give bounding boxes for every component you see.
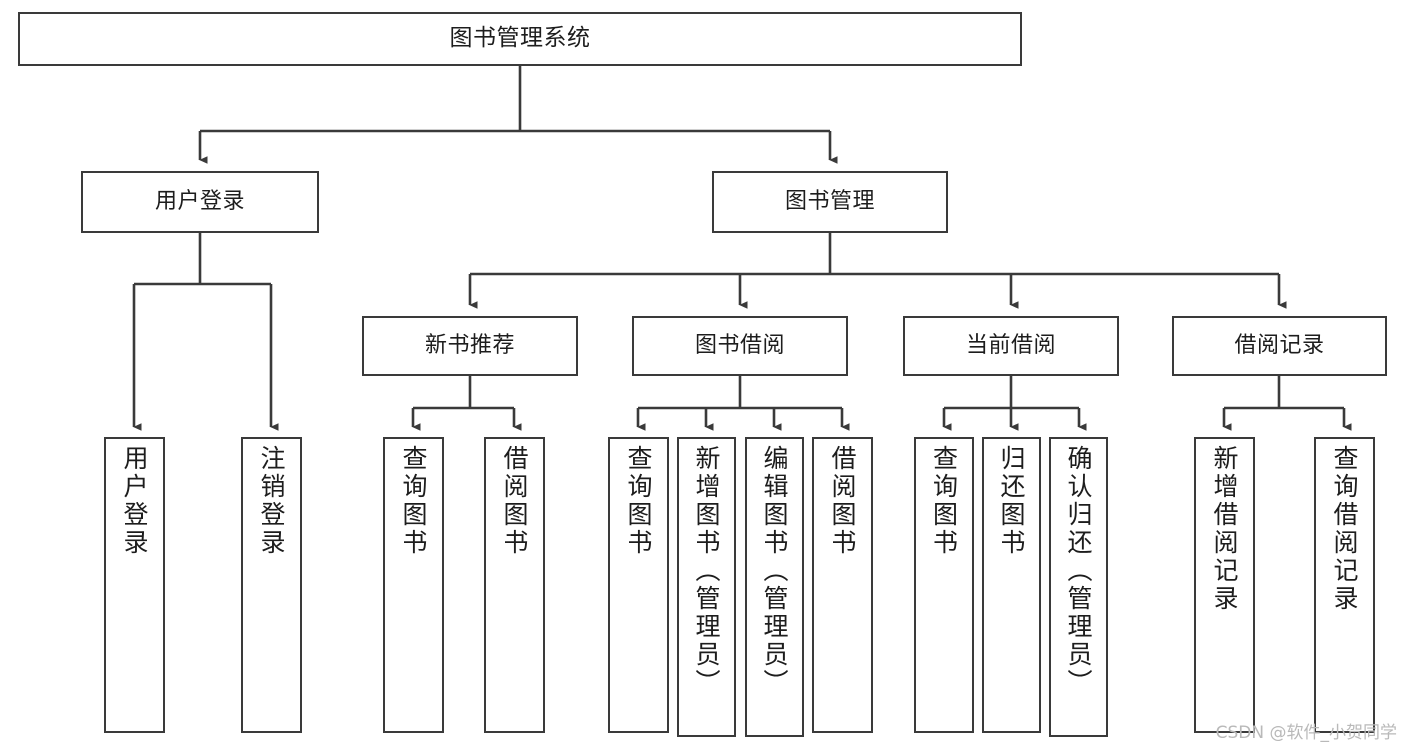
node-label: 图书借阅 [694, 333, 785, 359]
node-label: 查询借阅记录 [1330, 445, 1359, 613]
node-label: 借阅图书 [500, 445, 529, 557]
leaf-query-book-recommend[interactable]: 查询图书 [383, 437, 444, 733]
node-label: 用户登录 [120, 445, 149, 557]
node-label: 编辑图书（管理员） [760, 445, 789, 697]
node-label: 确认归还（管理员） [1064, 445, 1093, 697]
node-label: 借阅图书 [828, 445, 857, 557]
node-book-borrow[interactable]: 图书借阅 [632, 316, 848, 376]
node-label: 新增图书（管理员） [692, 445, 721, 697]
node-label: 新增借阅记录 [1210, 445, 1239, 613]
node-label: 当前借阅 [965, 333, 1056, 359]
leaf-add-book-admin[interactable]: 新增图书（管理员） [677, 437, 736, 737]
leaf-borrow-book-recommend[interactable]: 借阅图书 [484, 437, 545, 733]
node-label: 查询图书 [624, 445, 653, 557]
leaf-return-book[interactable]: 归还图书 [982, 437, 1041, 733]
node-label: 图书管理 [784, 189, 875, 215]
node-label: 查询图书 [399, 445, 428, 557]
node-label: 查询图书 [929, 445, 959, 557]
node-current-borrow[interactable]: 当前借阅 [903, 316, 1119, 376]
node-new-book-recommend[interactable]: 新书推荐 [362, 316, 578, 376]
leaf-logout-login[interactable]: 注销登录 [241, 437, 302, 733]
leaf-query-book-current[interactable]: 查询图书 [914, 437, 974, 733]
node-label: 用户登录 [154, 189, 245, 215]
node-label: 新书推荐 [424, 333, 515, 359]
node-label: 注销登录 [257, 445, 286, 557]
leaf-edit-book-admin[interactable]: 编辑图书（管理员） [745, 437, 804, 737]
leaf-confirm-return-admin[interactable]: 确认归还（管理员） [1049, 437, 1108, 737]
leaf-add-borrow-record[interactable]: 新增借阅记录 [1194, 437, 1255, 733]
node-book-management[interactable]: 图书管理 [712, 171, 948, 233]
leaf-query-borrow-record[interactable]: 查询借阅记录 [1314, 437, 1375, 733]
node-user-login[interactable]: 用户登录 [81, 171, 319, 233]
node-root-book-management-system[interactable]: 图书管理系统 [18, 12, 1022, 66]
node-borrow-records[interactable]: 借阅记录 [1172, 316, 1387, 376]
node-label: 归还图书 [997, 445, 1026, 557]
leaf-user-login[interactable]: 用户登录 [104, 437, 165, 733]
node-label: 借阅记录 [1234, 333, 1325, 359]
leaf-borrow-book[interactable]: 借阅图书 [812, 437, 873, 733]
node-label: 图书管理系统 [449, 25, 591, 52]
leaf-query-book-borrow[interactable]: 查询图书 [608, 437, 669, 733]
csdn-watermark: CSDN @软件_小贺同学 [1215, 723, 1397, 743]
